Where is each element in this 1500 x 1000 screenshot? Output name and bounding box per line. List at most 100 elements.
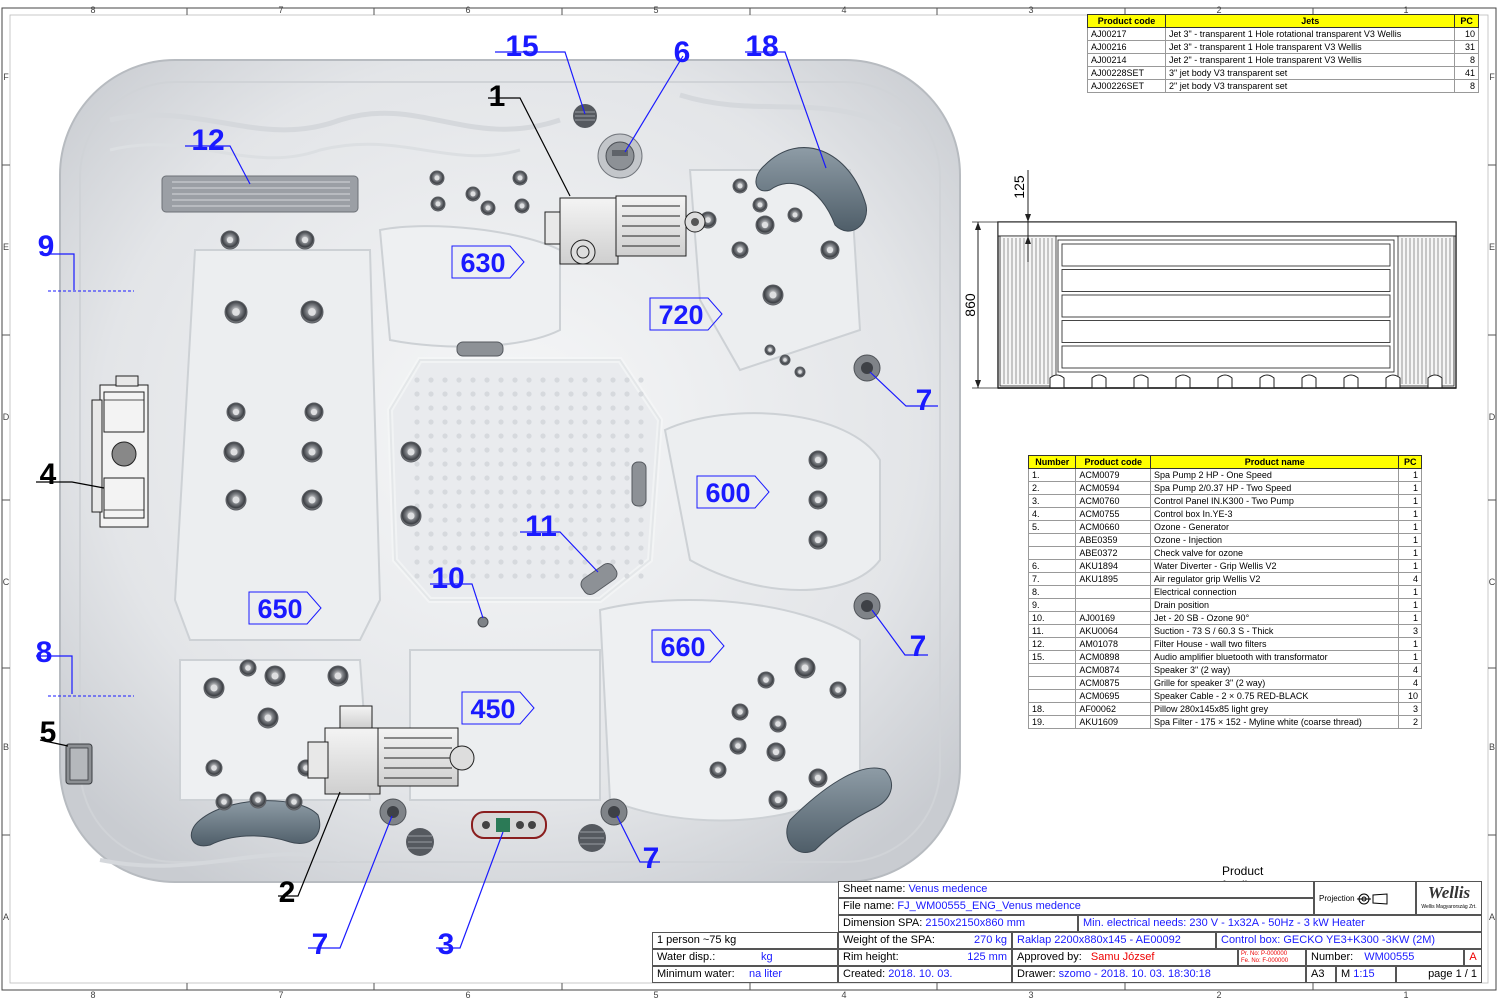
weight-cell: Weight of the SPA:270 kg <box>838 932 1012 949</box>
frame-row-label: D <box>1489 412 1496 422</box>
dimple <box>484 517 490 523</box>
callout-7: 7 <box>312 928 329 961</box>
frame-column-label: 8 <box>90 990 95 1000</box>
table-cell: ACM0660 <box>1075 520 1152 534</box>
jet-icon <box>732 178 748 194</box>
dimple <box>484 475 490 481</box>
dimple <box>540 517 546 523</box>
dimple <box>456 559 462 565</box>
callout-5: 5 <box>40 716 57 749</box>
table-cell: ACM0875 <box>1075 676 1152 690</box>
frame-column-label: 2 <box>1216 5 1221 15</box>
foot <box>1385 374 1401 388</box>
panel-board <box>1061 294 1391 318</box>
panel-board <box>1061 320 1391 343</box>
foot <box>1343 374 1359 388</box>
table-cell <box>1027 533 1077 547</box>
jet-icon <box>301 441 323 463</box>
table-cell: 1 <box>1398 650 1422 664</box>
jet-icon <box>764 344 776 356</box>
dimple <box>470 405 476 411</box>
dimple <box>526 503 532 509</box>
dimple <box>428 391 434 397</box>
dimple <box>568 531 574 537</box>
frame-row-label: F <box>3 72 9 82</box>
table-cell: 1 <box>1398 507 1422 521</box>
jet-icon <box>400 441 422 463</box>
dimple <box>512 447 518 453</box>
callout-10: 10 <box>431 562 464 595</box>
seat-depth-value: 630 <box>460 248 505 278</box>
water-cell: Water disp.:kg <box>652 949 838 966</box>
table-cell: Control box In.YE-3 <box>1150 507 1400 521</box>
dimple <box>470 461 476 467</box>
dimple <box>470 475 476 481</box>
dimple <box>568 573 574 579</box>
dimple <box>442 447 448 453</box>
dimple <box>456 377 462 383</box>
dimple <box>428 433 434 439</box>
table-cell: 1 <box>1398 468 1422 482</box>
dimple <box>526 447 532 453</box>
jet-icon <box>766 742 786 762</box>
sheet-name: Venus medence <box>908 883 988 895</box>
jet-icon <box>257 707 279 729</box>
dimple <box>484 559 490 565</box>
dimple <box>624 517 630 523</box>
dimple <box>624 433 630 439</box>
callout-15: 15 <box>505 30 538 63</box>
dimple <box>596 489 602 495</box>
projection-cell: Projection <box>1314 881 1416 915</box>
dimple <box>610 545 616 551</box>
dimple <box>512 461 518 467</box>
frame-column-label: 1 <box>1403 990 1408 1000</box>
jet-icon <box>224 300 248 324</box>
table-cell: ACM0079 <box>1075 468 1152 482</box>
table-cell: 1 <box>1398 546 1422 560</box>
table-cell: 9. <box>1027 598 1077 612</box>
dimple <box>568 489 574 495</box>
table-cell: AM01078 <box>1075 637 1152 651</box>
dimple <box>512 489 518 495</box>
dimple <box>638 447 644 453</box>
table-cell: 41 <box>1454 66 1479 80</box>
dimple <box>512 531 518 537</box>
table-cell: 15. <box>1027 650 1077 664</box>
dimple <box>428 489 434 495</box>
seat-depth-value: 650 <box>257 594 302 624</box>
dimple <box>442 419 448 425</box>
dimple <box>582 391 588 397</box>
dimple <box>484 503 490 509</box>
dimple <box>414 433 420 439</box>
dimple <box>428 531 434 537</box>
table-cell: Speaker Cable - 2 × 0.75 RED-BLACK <box>1150 689 1400 703</box>
dimple <box>442 377 448 383</box>
table-cell: ACM0874 <box>1075 663 1152 677</box>
dimple <box>554 531 560 537</box>
panel-board <box>1061 243 1391 267</box>
table-cell: ABE0372 <box>1075 546 1152 560</box>
table-cell: 3. <box>1027 494 1077 508</box>
dimple <box>470 531 476 537</box>
dimple <box>554 391 560 397</box>
sheet-name-cell: Sheet name: Venus medence <box>838 881 1314 898</box>
dimple <box>414 559 420 565</box>
dimple <box>596 447 602 453</box>
side-feet <box>998 374 1456 389</box>
dimple <box>638 573 644 579</box>
foot <box>1133 374 1149 388</box>
dimple <box>610 531 616 537</box>
table-cell: AJ00228SET <box>1086 66 1167 80</box>
dimple <box>540 391 546 397</box>
dimple <box>484 531 490 537</box>
file-name: FJ_WM00555_ENG_Venus medence <box>897 900 1081 912</box>
dimple <box>610 447 616 453</box>
table-cell: ABE0359 <box>1075 533 1152 547</box>
